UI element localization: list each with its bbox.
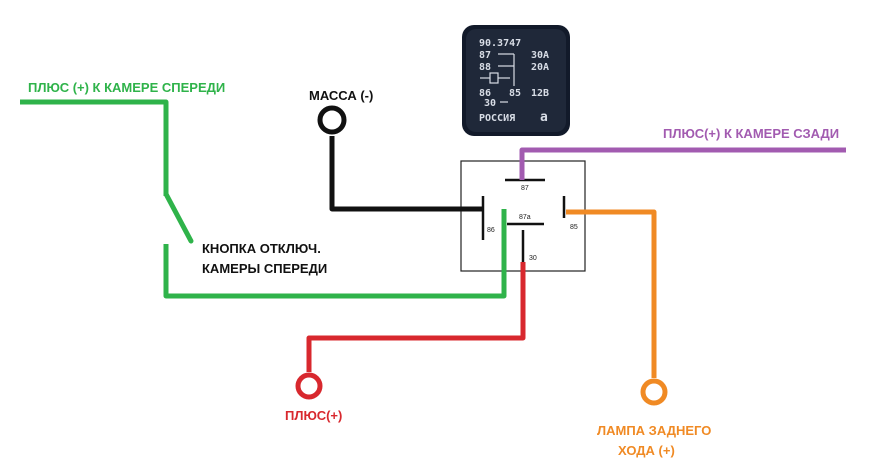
relay-logo: a	[540, 110, 548, 125]
front-camera-wire-return	[163, 209, 507, 299]
relay-model-text: 90.3747	[479, 38, 521, 49]
button-label-line1: КНОПКА ОТКЛЮЧ.	[202, 241, 321, 256]
front-camera-wire	[20, 99, 169, 196]
pin-87-label: 87	[521, 185, 529, 192]
ground-terminal-icon	[317, 105, 347, 135]
relay-photo: 90.3747 87 30A 88 20A 86 85 12B 30 РОССИ…	[462, 25, 570, 136]
power-wire	[306, 262, 526, 372]
relay-row1-pin: 87	[479, 50, 491, 61]
relay-row4-mid: 85	[509, 88, 521, 99]
button-label-line2: КАМЕРЫ СПЕРЕДИ	[202, 261, 327, 276]
power-plus-label: ПЛЮС(+)	[285, 408, 342, 423]
ground-label: МАССА (-)	[309, 88, 373, 103]
reverse-lamp-label-line1: ЛАМПА ЗАДНЕГО	[597, 423, 711, 438]
relay-row2-pin: 88	[479, 62, 491, 73]
front-camera-plus-label: ПЛЮС (+) К КАМЕРЕ СПЕРЕДИ	[28, 80, 225, 95]
pin-85-label: 85	[570, 224, 578, 231]
relay-row5-pin: 30	[484, 98, 496, 109]
relay-contacts	[481, 178, 566, 262]
relay-row4-left: 86	[479, 88, 491, 99]
power-terminal-icon	[295, 372, 323, 400]
relay-schematic-icon	[480, 53, 515, 103]
relay-row1-rating: 30A	[531, 50, 549, 61]
reverse-lamp-wire	[566, 209, 657, 378]
rear-camera-wire	[519, 147, 846, 180]
pin-87a-label: 87а	[519, 214, 531, 221]
reverse-lamp-label-line2: ХОДА (+)	[618, 443, 675, 458]
ground-wire	[329, 136, 484, 212]
relay-row4-voltage: 12B	[531, 88, 549, 99]
relay-row2-rating: 20A	[531, 62, 549, 73]
pin-30-label: 30	[529, 255, 537, 262]
button-switch-lever	[163, 191, 194, 244]
relay-brand: РОССИЯ	[479, 113, 515, 124]
reverse-lamp-terminal-icon	[640, 378, 668, 406]
pin-86-label: 86	[487, 227, 495, 234]
rear-camera-plus-label: ПЛЮС(+) К КАМЕРЕ СЗАДИ	[663, 126, 839, 141]
